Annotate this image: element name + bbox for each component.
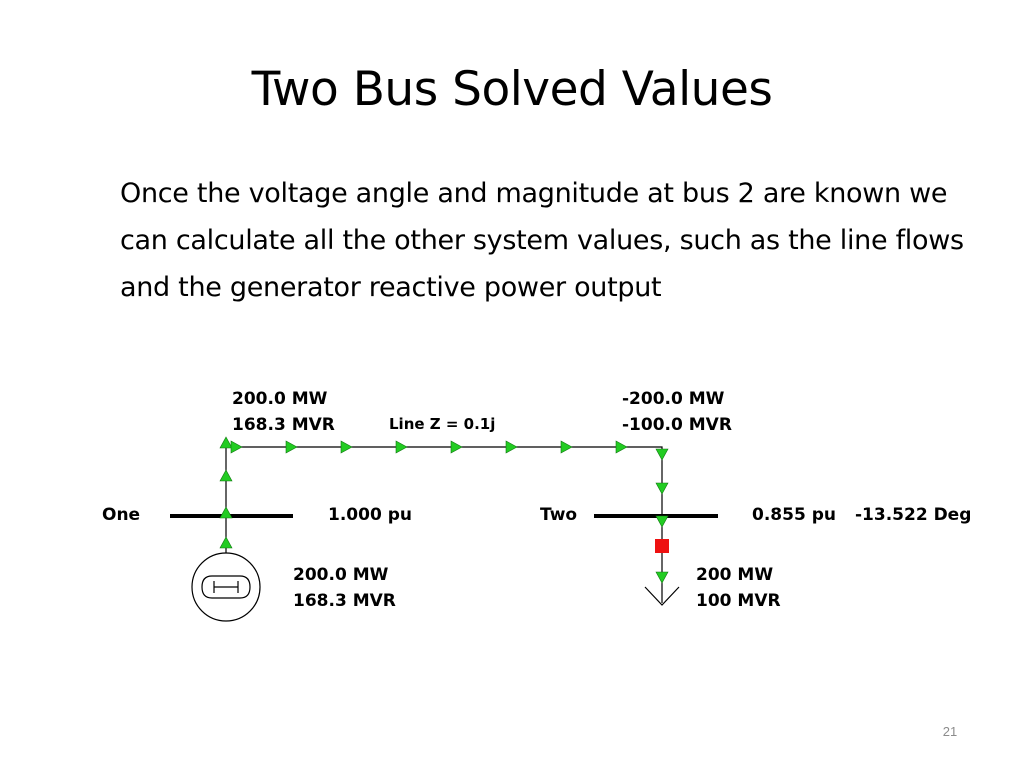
flow-arrow [219, 469, 233, 482]
flow-arrow [230, 440, 243, 454]
bus-one-voltage: 1.000 pu [328, 505, 412, 525]
bus-one-flow-mw: 200.0 MW [232, 389, 328, 409]
generator-mw: 200.0 MW [293, 565, 389, 585]
bus-two-angle: -13.522 Deg [855, 505, 971, 525]
flow-arrow [560, 440, 573, 454]
flow-arrow [655, 482, 669, 495]
load-mw: 200 MW [696, 565, 773, 585]
load-mvr: 100 MVR [696, 591, 781, 611]
generator-mvr: 168.3 MVR [293, 591, 396, 611]
bus-one-name: One [102, 505, 140, 525]
flow-arrow [615, 440, 628, 454]
slide-title: Two Bus Solved Values [251, 62, 773, 117]
flow-arrow [219, 506, 233, 519]
flow-arrow [219, 536, 233, 549]
line-impedance-label: Line Z = 0.1j [389, 415, 495, 433]
slide-page-number: 21 [942, 724, 958, 739]
flow-arrow [450, 440, 463, 454]
slide-body-text: Once the voltage angle and magnitude at … [120, 178, 964, 303]
flow-arrow [655, 515, 669, 528]
load-arrow-icon [644, 586, 680, 606]
flow-arrow [395, 440, 408, 454]
flow-arrow [505, 440, 518, 454]
bus-two-name: Two [540, 505, 577, 525]
bus-two-voltage: 0.855 pu [752, 505, 836, 525]
generator-symbol [201, 575, 251, 599]
flow-arrow [655, 448, 669, 461]
flow-arrow [340, 440, 353, 454]
transmission-line[interactable] [225, 446, 663, 516]
bus-two-flow-mw: -200.0 MW [622, 389, 725, 409]
bus-one-flow-mvr: 168.3 MVR [232, 415, 335, 435]
flow-arrow [655, 571, 669, 584]
flow-arrow [219, 436, 233, 449]
load-breaker[interactable] [655, 539, 669, 553]
bus-two-flow-mvr: -100.0 MVR [622, 415, 732, 435]
flow-arrows [219, 436, 669, 584]
flow-arrow [285, 440, 298, 454]
